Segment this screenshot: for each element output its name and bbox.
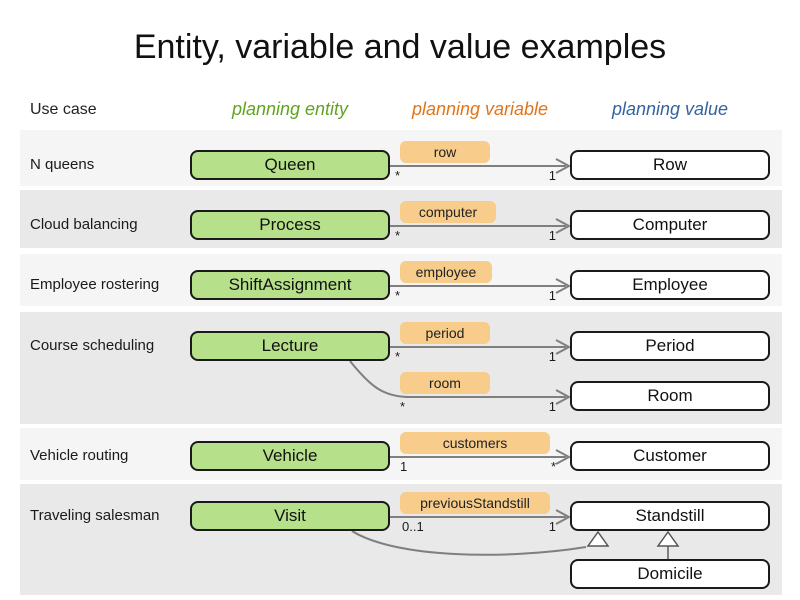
value-box: Customer xyxy=(570,441,770,471)
multiplicity-left: 1 xyxy=(400,459,408,474)
variable-label: customers xyxy=(400,432,550,454)
column-header-planning-variable: planning variable xyxy=(411,99,549,119)
variable-label: computer xyxy=(400,201,496,223)
multiplicity-left: * xyxy=(395,349,401,364)
use-case-label: Vehicle routing xyxy=(30,447,129,464)
variable-label: room xyxy=(400,372,490,394)
inheritance-triangle xyxy=(656,530,680,547)
multiplicity-left: 0..1 xyxy=(402,519,424,534)
entity-box: Queen xyxy=(190,150,390,180)
entity-box: Vehicle xyxy=(190,441,390,471)
variable-label: period xyxy=(400,322,490,344)
variable-label: previousStandstill xyxy=(400,492,550,514)
column-header-planning-entity: planning entity xyxy=(231,99,349,119)
value-box: Row xyxy=(570,150,770,180)
inheritance-triangle xyxy=(586,530,610,547)
multiplicity-right: 1 xyxy=(548,519,556,534)
variable-label: employee xyxy=(400,261,492,283)
multiplicity-left: * xyxy=(400,399,406,414)
multiplicity-right: 1 xyxy=(548,228,556,243)
multiplicity-right: 1 xyxy=(548,168,556,183)
use-case-label: Cloud balancing xyxy=(30,216,138,233)
value-box: Computer xyxy=(570,210,770,240)
use-case-label: Employee rostering xyxy=(30,276,160,293)
page-title: Entity, variable and value examples xyxy=(133,28,667,66)
use-case-label: Course scheduling xyxy=(30,337,155,354)
variable-label: row xyxy=(400,141,490,163)
multiplicity-right: * xyxy=(550,459,556,474)
use-case-label: Traveling salesman xyxy=(30,507,160,524)
entity-box: ShiftAssignment xyxy=(190,270,390,300)
entity-box: Visit xyxy=(190,501,390,531)
multiplicity-right: 1 xyxy=(548,399,556,414)
multiplicity-right: 1 xyxy=(548,349,556,364)
value-box: Room xyxy=(570,381,770,411)
multiplicity-left: * xyxy=(395,168,401,183)
multiplicity-left: * xyxy=(395,228,401,243)
value-box: Period xyxy=(570,331,770,361)
value-box: Standstill xyxy=(570,501,770,531)
value-box: Employee xyxy=(570,270,770,300)
entity-box: Lecture xyxy=(190,331,390,361)
column-header-use-case: Use case xyxy=(30,101,97,118)
use-case-label: N queens xyxy=(30,156,95,173)
column-header-planning-value: planning value xyxy=(611,99,729,119)
multiplicity-right: 1 xyxy=(548,288,556,303)
multiplicity-left: * xyxy=(395,288,401,303)
entity-box: Process xyxy=(190,210,390,240)
subclass-value-box: Domicile xyxy=(570,559,770,589)
